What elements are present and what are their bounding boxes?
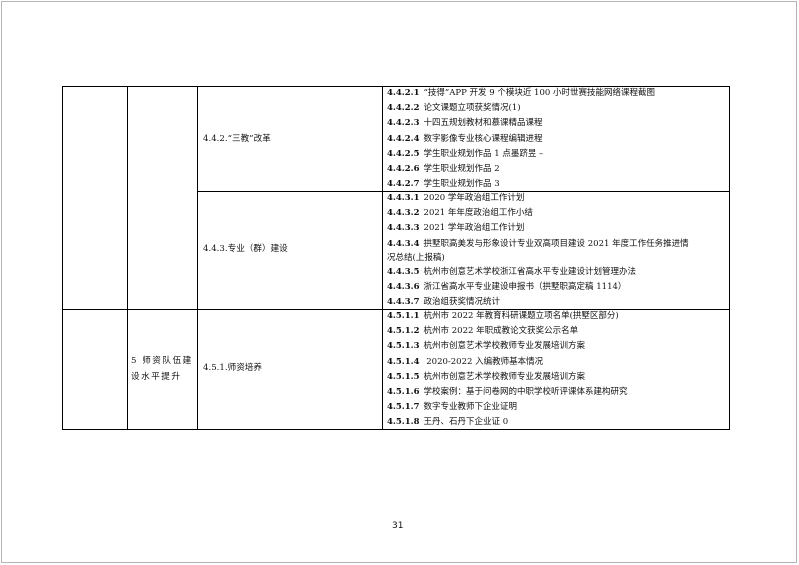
subsection-label-443: 4.4.3.专业（群）建设	[203, 244, 288, 254]
list-item: 4.5.1.4 2020-2022 入编教师基本情况	[387, 356, 544, 367]
subsection-label-442: 4.4.2.“三教”改革	[203, 134, 271, 144]
category-cell-top	[62, 86, 128, 310]
list-item-continuation: 况总结(上报稿)	[387, 252, 445, 263]
empty-cell-top	[127, 86, 198, 310]
category-cell-5-left	[62, 309, 128, 430]
list-item: 4.4.2.1“技得”APP 开发 9 个模块近 100 小时世赛技能网络课程截…	[387, 88, 655, 98]
category-label-line2: 设水平提升	[131, 372, 182, 382]
subsection-label-451: 4.5.1.师资培养	[203, 363, 262, 373]
item-list-442: 4.4.2.1“技得”APP 开发 9 个模块近 100 小时世赛技能网络课程截…	[387, 86, 655, 192]
page-number: 31	[392, 521, 404, 531]
items-cell-451	[382, 309, 730, 430]
category-label-line1: 5 师资队伍建	[131, 356, 193, 366]
category-cell-5	[127, 309, 198, 430]
